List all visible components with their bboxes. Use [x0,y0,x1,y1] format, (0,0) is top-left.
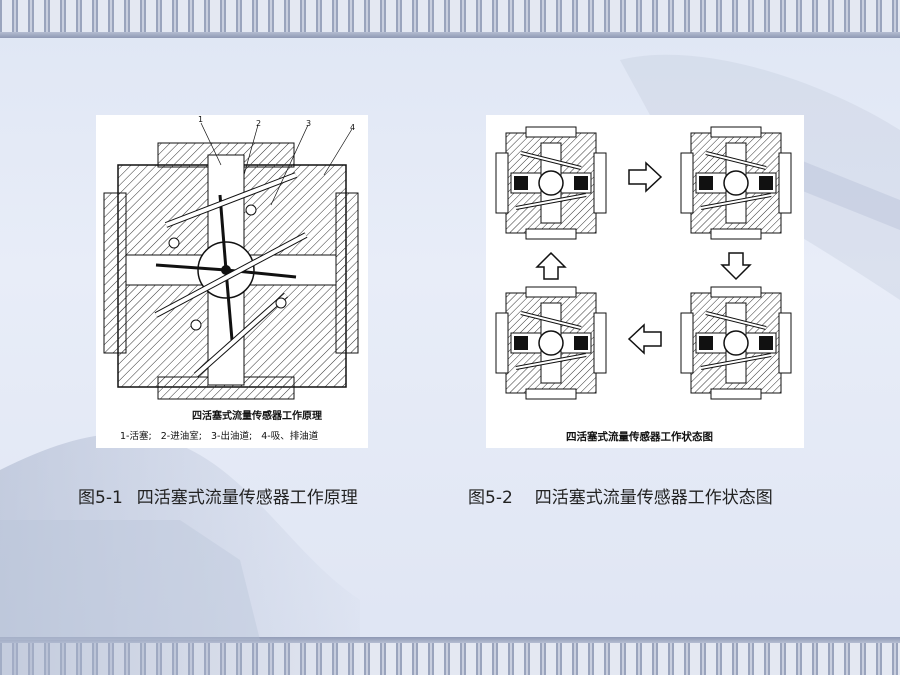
legend-item: 2-进油室; [160,431,202,442]
figure-2-inner-title: 四活塞式流量传感器工作状态图 [566,431,713,443]
arrow-right-icon [628,161,663,193]
figure-2-caption-label: 图5-2 [468,488,513,508]
figure-2-caption-text: 四活塞式流量传感器工作状态图 [534,488,773,508]
top-decorative-band [0,0,900,38]
figure-1-legend: 1-活塞; 2-进油室; 3-出油道; 4-吸、排油道 [120,428,318,442]
arrow-left-icon [627,323,662,355]
arrow-down-icon [720,252,752,281]
part-number-3: 3 [306,119,312,128]
part-number-1: 1 [198,115,204,124]
figure-1-caption: 图5-1 四活塞式流量传感器工作原理 [78,483,358,508]
figure-1-caption-label: 图5-1 [78,488,123,508]
legend-item: 4-吸、排油道 [261,431,319,442]
part-number-2: 2 [256,119,262,128]
four-piston-sensor-diagram [103,122,359,400]
figure-2-image: 四活塞式流量传感器工作状态图 [486,115,804,448]
figure-1-caption-text: 四活塞式流量传感器工作原理 [136,488,358,508]
figure-1-image: 1 2 3 4 四活塞式流量传感器工作原理 1-活塞; 2-进油室; 3-出油道… [96,115,368,448]
sensor-state-diagram [494,125,793,401]
figure-1-inner-title: 四活塞式流量传感器工作原理 [192,411,322,422]
arrow-up-icon [535,251,567,280]
bottom-decorative-band [0,637,900,675]
legend-item: 3-出油道; [211,431,253,442]
part-number-4: 4 [350,123,356,132]
legend-item: 1-活塞; [120,431,152,442]
figure-2-caption: 图5-2 四活塞式流量传感器工作状态图 [468,483,773,508]
